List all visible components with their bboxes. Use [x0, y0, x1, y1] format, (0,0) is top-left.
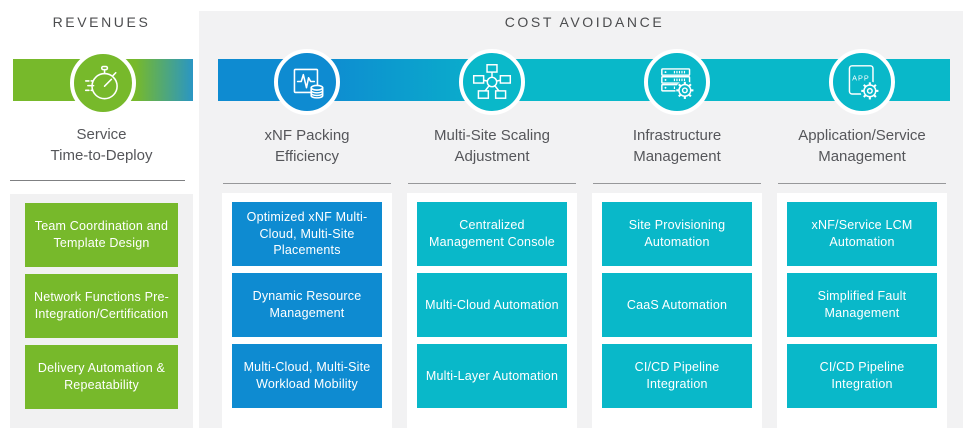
divider: [593, 183, 761, 184]
server-gear-icon: [644, 49, 710, 115]
cost-item-box: Dynamic Resource Management: [232, 273, 382, 337]
cost-item-box: CaaS Automation: [602, 273, 752, 337]
cost-item-box: Centralized Management Console: [417, 202, 567, 266]
performance-monitor-database-icon: [274, 49, 340, 115]
cost-item-box: Site Provisioning Automation: [602, 202, 752, 266]
revenues-category-label: Service Time-to-Deploy: [50, 126, 153, 165]
column-items-panel: xNF/Service LCM Automation Simplified Fa…: [777, 193, 947, 428]
column-items-panel: Optimized xNF Multi-Cloud, Multi-Site Pl…: [222, 193, 392, 428]
divider: [778, 183, 946, 184]
revenues-title: REVENUES: [52, 14, 151, 30]
revenues-items-panel: Team Coordination and Template Design Ne…: [10, 194, 193, 428]
revenue-item-box: Delivery Automation & Repeatability: [25, 345, 178, 409]
column-application-service-management: APP Application/Ser: [777, 49, 947, 428]
column-heading: Multi-Site Scaling Adjustment: [434, 127, 550, 166]
column-heading: Infrastructure Management: [632, 127, 722, 166]
cost-item-box: Multi-Cloud, Multi-Site Workload Mobilit…: [232, 344, 382, 408]
column-xnf-packing-efficiency: xNF Packing Efficiency Optimized xNF Mul…: [222, 49, 392, 428]
revenue-item-box: Team Coordination and Template Design: [25, 203, 178, 267]
column-infrastructure-management: Infrastructure Management Site Provision…: [592, 49, 762, 428]
column-heading: xNF Packing Efficiency: [264, 127, 350, 166]
column-heading: Application/Service Management: [798, 127, 926, 166]
divider: [223, 183, 391, 184]
cost-avoidance-title: COST AVOIDANCE: [504, 14, 665, 30]
cost-avoidance-band: [218, 59, 950, 101]
cost-item-box: CI/CD Pipeline Integration: [787, 344, 937, 408]
cost-item-box: CI/CD Pipeline Integration: [602, 344, 752, 408]
stopwatch-icon: [70, 50, 136, 116]
app-gear-icon: APP: [829, 49, 895, 115]
cost-avoidance-columns: xNF Packing Efficiency Optimized xNF Mul…: [222, 49, 947, 428]
cost-item-box: Optimized xNF Multi-Cloud, Multi-Site Pl…: [232, 202, 382, 266]
cost-item-box: Simplified Fault Management: [787, 273, 937, 337]
svg-text:APP: APP: [852, 73, 870, 82]
column-multi-site-scaling: Multi-Site Scaling Adjustment Centralize…: [407, 49, 577, 428]
divider: [408, 183, 576, 184]
column-items-panel: Site Provisioning Automation CaaS Automa…: [592, 193, 762, 428]
column-items-panel: Centralized Management Console Multi-Clo…: [407, 193, 577, 428]
cost-item-box: Multi-Layer Automation: [417, 344, 567, 408]
revenue-item-box: Network Functions Pre-Integration/Certif…: [25, 274, 178, 338]
network-topology-icon: [459, 49, 525, 115]
divider: [10, 180, 185, 181]
cost-item-box: xNF/Service LCM Automation: [787, 202, 937, 266]
cost-item-box: Multi-Cloud Automation: [417, 273, 567, 337]
